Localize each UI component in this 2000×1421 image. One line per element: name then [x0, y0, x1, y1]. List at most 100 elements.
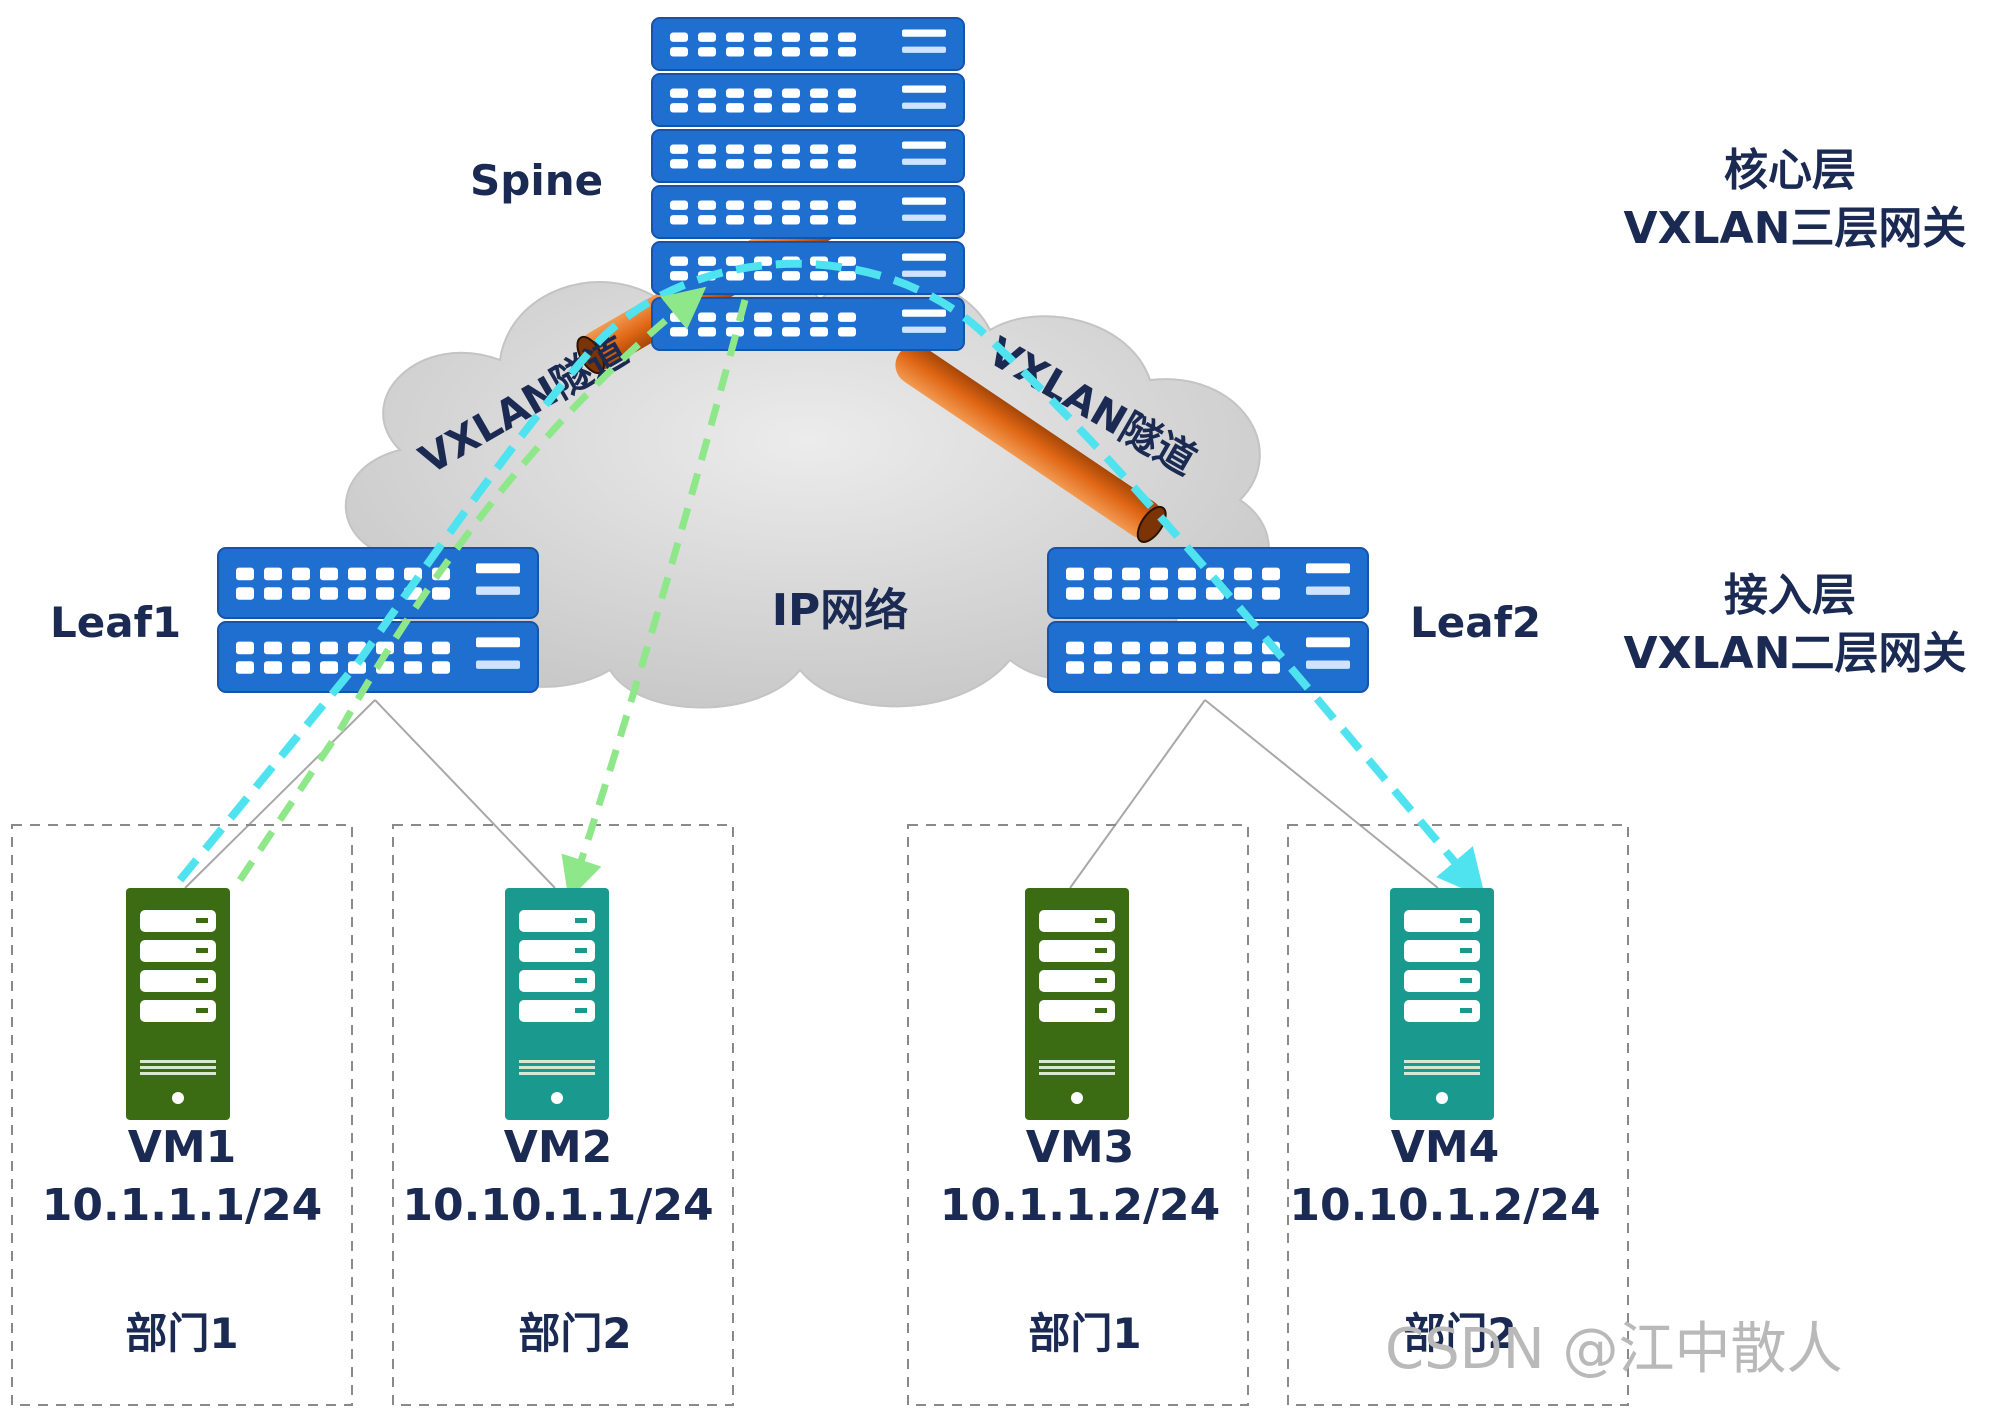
- switch-port: [698, 144, 716, 154]
- switch-port: [1122, 587, 1140, 600]
- switch-port: [726, 32, 744, 42]
- vm4-dept: 部门2: [1403, 1309, 1516, 1358]
- switch-port: [1234, 661, 1252, 674]
- vm1-ip: 10.1.1.1/24: [42, 1180, 323, 1231]
- switch-port: [838, 271, 856, 281]
- switch-port: [1178, 641, 1196, 655]
- switch-port: [782, 88, 800, 98]
- switch-led: [476, 637, 520, 648]
- switch-port: [404, 641, 422, 655]
- switch-port: [236, 641, 254, 655]
- switch-unit: [1047, 547, 1369, 619]
- vm3-dept: 部门1: [1028, 1309, 1141, 1358]
- switch-unit: [1047, 621, 1369, 693]
- drive-led: [1095, 948, 1107, 953]
- drive-led: [575, 948, 587, 953]
- drive-led: [1095, 978, 1107, 983]
- vm2-dept: 部门2: [518, 1309, 631, 1358]
- switch-port: [1150, 567, 1168, 581]
- switch-port: [1234, 587, 1252, 600]
- switch-port: [698, 256, 716, 266]
- drive-led: [1460, 948, 1472, 953]
- switch-port: [838, 32, 856, 42]
- switch-port: [754, 327, 772, 337]
- switch-led: [476, 660, 520, 669]
- switch-port: [698, 215, 716, 225]
- power-button: [551, 1092, 563, 1104]
- vm3-name: VM3: [1026, 1122, 1134, 1173]
- switch-led: [902, 46, 946, 53]
- switch-port: [348, 587, 366, 600]
- switch-port: [810, 271, 828, 281]
- drive-bay: [140, 1000, 216, 1022]
- drive-bay: [519, 970, 595, 992]
- switch-port: [838, 88, 856, 98]
- switch-port: [670, 159, 688, 169]
- switch-led: [902, 253, 946, 261]
- switch-port: [810, 200, 828, 210]
- switch-unit: [217, 621, 539, 693]
- vent-line: [140, 1060, 216, 1063]
- switch-port: [754, 312, 772, 322]
- switch-port: [1122, 567, 1140, 581]
- switch-port: [670, 88, 688, 98]
- vent-line: [1039, 1066, 1115, 1069]
- drive-led: [1095, 918, 1107, 923]
- switch-led: [476, 563, 520, 574]
- switch-port: [754, 159, 772, 169]
- switch-port: [670, 200, 688, 210]
- core-layer-title: 核心层: [1724, 145, 1856, 196]
- switch-port: [1122, 661, 1140, 674]
- switch-port: [264, 661, 282, 674]
- switch-unit: [651, 73, 965, 127]
- switch-port: [1262, 661, 1280, 674]
- switch-led: [902, 102, 946, 109]
- switch-led: [902, 158, 946, 165]
- drive-bay: [1039, 970, 1115, 992]
- switch-port: [1178, 567, 1196, 581]
- switch-port: [810, 159, 828, 169]
- vent-line: [1039, 1072, 1115, 1075]
- drive-bay: [1039, 1000, 1115, 1022]
- vm2-ip: 10.10.1.1/24: [402, 1180, 713, 1231]
- vm1: [126, 888, 230, 1120]
- switch-port: [698, 200, 716, 210]
- drive-bay: [519, 910, 595, 932]
- switch-port: [726, 47, 744, 57]
- switch-port: [1178, 587, 1196, 600]
- switch-led: [1306, 563, 1350, 574]
- department-boxes: [11, 824, 1629, 1406]
- leaf2-switch: [1047, 547, 1369, 693]
- switch-port: [1178, 661, 1196, 674]
- switch-port: [670, 271, 688, 281]
- core-layer-subtitle: VXLAN三层网关: [1624, 203, 1967, 254]
- drive-led: [196, 918, 208, 923]
- drive-bay: [140, 970, 216, 992]
- switch-port: [698, 47, 716, 57]
- switch-port: [838, 327, 856, 337]
- vm4: [1390, 888, 1494, 1120]
- switch-led: [1306, 660, 1350, 669]
- switch-port: [1122, 641, 1140, 655]
- drive-bay: [140, 940, 216, 962]
- cyan-traffic-path: [176, 259, 1486, 899]
- vent-line: [1404, 1060, 1480, 1063]
- drive-led: [196, 1008, 208, 1013]
- spine-label: Spine: [470, 156, 603, 205]
- drive-bay: [1404, 970, 1480, 992]
- power-button: [1436, 1092, 1448, 1104]
- switch-led: [902, 197, 946, 205]
- switch-port: [670, 103, 688, 113]
- leaf1-label: Leaf1: [50, 598, 181, 647]
- switch-port: [698, 103, 716, 113]
- access-layer-title: 接入层: [1724, 570, 1856, 621]
- switch-port: [754, 88, 772, 98]
- switch-port: [782, 312, 800, 322]
- switch-port: [754, 103, 772, 113]
- switch-port: [810, 215, 828, 225]
- switch-port: [1234, 567, 1252, 581]
- switch-port: [698, 159, 716, 169]
- switch-port: [236, 567, 254, 581]
- switch-port: [1094, 641, 1112, 655]
- vm1-name: VM1: [128, 1122, 236, 1173]
